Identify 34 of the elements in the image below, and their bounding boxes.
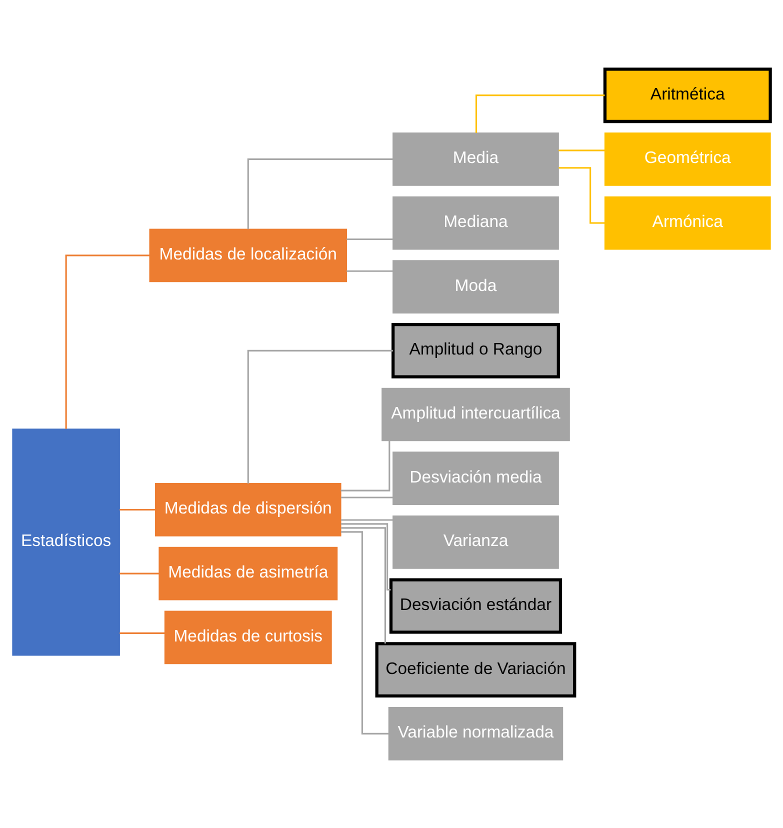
node-box: Medidas de curtosis	[164, 610, 332, 664]
node-box: Amplitud intercuartílica	[382, 387, 570, 441]
node-box: Mediana	[392, 196, 559, 250]
node-box: Aritmética	[603, 67, 772, 123]
connector	[341, 518, 393, 520]
node-box: Medidas de localización	[149, 228, 348, 282]
connector	[341, 526, 386, 643]
connector	[346, 270, 393, 272]
node-box: Moda	[392, 260, 559, 314]
connector	[341, 530, 389, 734]
connector	[558, 149, 605, 151]
connector	[65, 254, 150, 428]
connector	[120, 632, 165, 634]
node-box: Medidas de dispersión	[155, 482, 342, 536]
node-box: Desviación estándar	[389, 578, 562, 634]
node-box: Varianza	[392, 514, 559, 568]
node-box: Amplitud o Rango	[392, 322, 560, 378]
connector	[340, 522, 391, 590]
connector	[120, 508, 156, 510]
connector	[475, 94, 605, 132]
connector	[120, 572, 160, 574]
node-box: Estadísticos	[12, 428, 120, 656]
connector	[341, 496, 393, 498]
node-box: Geométrica	[604, 132, 771, 186]
node-box: Variable normalizada	[388, 706, 564, 760]
node-box: Medidas de asimetría	[158, 546, 338, 600]
node-box: Media	[392, 132, 559, 186]
connector	[340, 440, 390, 491]
connector	[247, 349, 393, 483]
connector	[247, 158, 393, 229]
node-box: Armónica	[604, 196, 771, 250]
node-box: Desviación media	[392, 451, 559, 505]
node-box: Coeficiente de Variación	[375, 642, 576, 698]
connector	[346, 238, 393, 240]
